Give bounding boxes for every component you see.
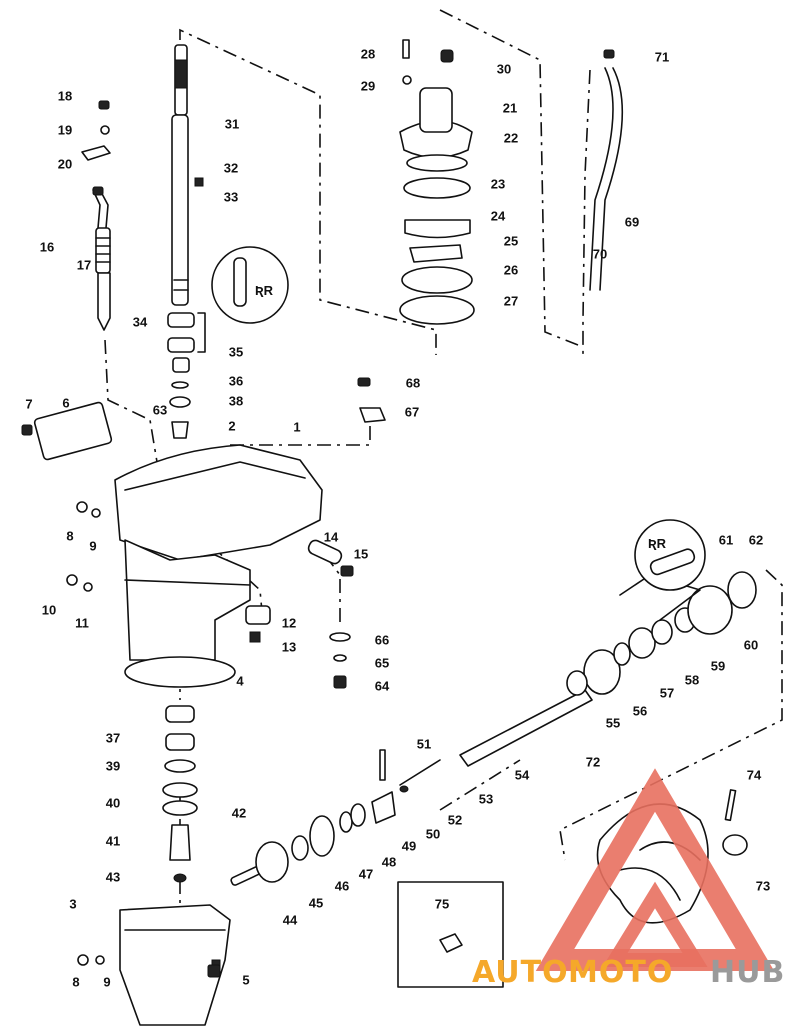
callout-31: 31: [225, 116, 239, 131]
water-tube: [589, 49, 624, 291]
callout-40: 40: [106, 795, 120, 810]
callout-14: 14: [324, 529, 339, 544]
callout-60: 60: [744, 637, 758, 652]
callout-13: 13: [282, 639, 296, 654]
callout-20: 20: [58, 156, 72, 171]
callout-67: 67: [405, 404, 419, 419]
callout-55: 55: [606, 715, 620, 730]
inset-box: [397, 881, 504, 988]
callout-72: 72: [586, 754, 600, 769]
callout-16: 16: [40, 239, 54, 254]
callout-5: 5: [242, 972, 249, 987]
callout-23: 23: [491, 176, 505, 191]
callout-62: 62: [749, 532, 763, 547]
callout-6: 6: [62, 395, 69, 410]
forward-gear-assembly: [230, 749, 441, 886]
pinion-stack: [124, 656, 236, 883]
callout-70: 70: [593, 246, 607, 261]
svg-text:ƦR: ƦR: [648, 536, 667, 551]
callout-61: 61: [719, 532, 733, 547]
callout-56: 56: [633, 703, 647, 718]
callout-48: 48: [382, 854, 396, 869]
callout-28: 28: [361, 46, 375, 61]
callout-8: 8: [66, 528, 73, 543]
callout-69: 69: [625, 214, 639, 229]
svg-text:ƦR: ƦR: [255, 283, 274, 298]
bearing-stack-upper: [167, 312, 206, 439]
callout-39: 39: [106, 758, 120, 773]
callout-53: 53: [479, 791, 493, 806]
callout-65: 65: [375, 655, 389, 670]
watermark-brand-moto: MOTO: [568, 955, 673, 990]
callout-8: 8: [72, 974, 79, 989]
callout-32: 32: [224, 160, 238, 175]
callout-59: 59: [711, 658, 725, 673]
callout-27: 27: [504, 293, 518, 308]
callout-10: 10: [42, 602, 56, 617]
trim-tab-screw: [21, 377, 386, 978]
shift-linkage: [81, 100, 111, 331]
callout-64: 64: [375, 678, 390, 693]
callout-42: 42: [232, 805, 246, 820]
callout-41: 41: [106, 833, 120, 848]
watermark-triangle-outer: [535, 768, 775, 971]
callout-25: 25: [504, 233, 518, 248]
callout-11: 11: [75, 615, 89, 630]
drive-shaft: [171, 44, 204, 306]
callout-50: 50: [426, 826, 440, 841]
callout-46: 46: [335, 878, 349, 893]
callout-36: 36: [229, 373, 243, 388]
callout-38: 38: [229, 393, 243, 408]
callout-52: 52: [448, 812, 462, 827]
callout-43: 43: [106, 869, 120, 884]
callout-9: 9: [89, 538, 96, 553]
callout-30: 30: [497, 61, 511, 76]
bushing-detail: ƦR: [211, 246, 289, 324]
callout-29: 29: [361, 78, 375, 93]
callout-47: 47: [359, 866, 373, 881]
callout-17: 17: [77, 257, 91, 272]
water-pump: [399, 39, 475, 325]
callout-63: 63: [153, 402, 167, 417]
callout-1: 1: [293, 419, 300, 434]
callout-68: 68: [406, 375, 420, 390]
callout-51: 51: [417, 736, 431, 751]
callout-9: 9: [103, 974, 110, 989]
callout-26: 26: [504, 262, 518, 277]
callout-66: 66: [375, 632, 389, 647]
watermark-logo: AUTO MOTO HUB: [472, 768, 785, 990]
callout-24: 24: [491, 208, 506, 223]
callout-18: 18: [58, 88, 72, 103]
callout-37: 37: [106, 730, 120, 745]
callout-74: 74: [747, 767, 762, 782]
callout-21: 21: [503, 100, 517, 115]
callout-15: 15: [354, 546, 368, 561]
callout-33: 33: [224, 189, 238, 204]
callout-75: 75: [435, 896, 449, 911]
callout-7: 7: [25, 396, 32, 411]
callout-45: 45: [309, 895, 323, 910]
callout-73: 73: [756, 878, 770, 893]
watermark-triangle-inner: [602, 881, 708, 967]
callout-3: 3: [69, 896, 76, 911]
propeller-shaft-assembly: ƦR: [459, 519, 757, 767]
callout-71: 71: [655, 49, 669, 64]
watermark-brand-auto: AUTO: [472, 955, 569, 990]
callout-19: 19: [58, 122, 72, 137]
callout-58: 58: [685, 672, 699, 687]
callout-12: 12: [282, 615, 296, 630]
gear-housing: [33, 401, 323, 661]
callout-2: 2: [228, 418, 235, 433]
callout-22: 22: [504, 130, 518, 145]
callout-49: 49: [402, 838, 416, 853]
callout-57: 57: [660, 685, 674, 700]
callout-44: 44: [283, 912, 298, 927]
callout-4: 4: [236, 673, 244, 688]
callout-54: 54: [515, 767, 530, 782]
callout-34: 34: [133, 314, 148, 329]
watermark-brand-hub: HUB: [710, 955, 785, 990]
callout-35: 35: [229, 344, 243, 359]
